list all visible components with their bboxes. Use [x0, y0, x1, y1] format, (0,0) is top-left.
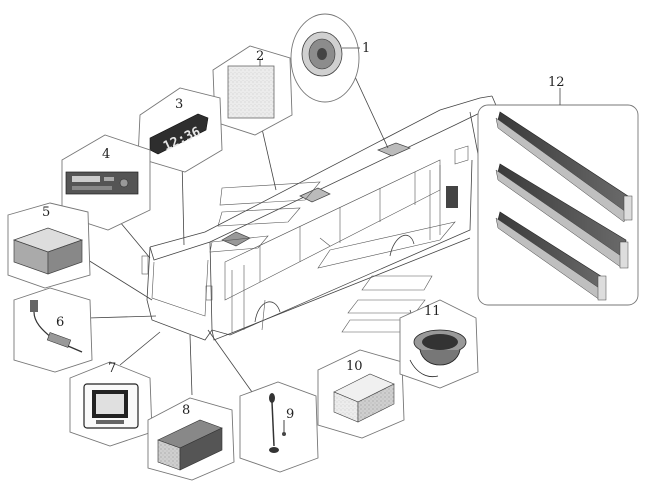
- component-2-ceiling-panel: [212, 45, 293, 136]
- callout-8: 8: [182, 403, 190, 418]
- component-1-loudspeaker: [290, 13, 360, 103]
- bus-body: [141, 95, 493, 341]
- amplifier-icon: [12, 227, 84, 275]
- led-sign-icon: [495, 111, 633, 301]
- loudspeaker-icon: [301, 31, 343, 77]
- component-7-monitor: [69, 361, 153, 447]
- foam-block-icon: [333, 373, 395, 423]
- cable-icon: [30, 300, 83, 353]
- callout-5: 5: [42, 205, 50, 220]
- callout-3: 3: [175, 97, 183, 112]
- speaker-box-icon: [157, 419, 223, 471]
- callout-7: 7: [108, 361, 116, 376]
- component-12-led-signs: [477, 88, 639, 306]
- ceiling-panel-icon: [227, 65, 275, 119]
- callout-numbers: 1 2 3 4 5 6 7 8 9 10 11 12: [42, 41, 565, 422]
- callout-1: 1: [362, 41, 370, 56]
- callout-6: 6: [56, 315, 64, 330]
- component-3-clock-display: 12:36: [137, 87, 223, 173]
- callout-2: 2: [256, 49, 264, 64]
- component-11-horn-speaker: [399, 299, 479, 389]
- component-10-foam-block: [317, 349, 405, 439]
- component-5-amplifier: [7, 202, 91, 289]
- horn-speaker-icon: [409, 329, 467, 377]
- callout-12: 12: [548, 75, 565, 90]
- component-8-speaker-box: [147, 397, 235, 481]
- callout-10: 10: [346, 359, 363, 374]
- component-4-radio-unit: [61, 134, 151, 231]
- callout-9: 9: [286, 407, 294, 422]
- monitor-icon: [83, 383, 139, 429]
- component-6-cable-switch: [13, 287, 93, 373]
- radio-unit-icon: [65, 171, 139, 195]
- callout-4: 4: [102, 147, 110, 162]
- microphone-icon: [269, 393, 286, 453]
- callout-11: 11: [424, 304, 441, 319]
- component-9-microphone: [239, 381, 319, 473]
